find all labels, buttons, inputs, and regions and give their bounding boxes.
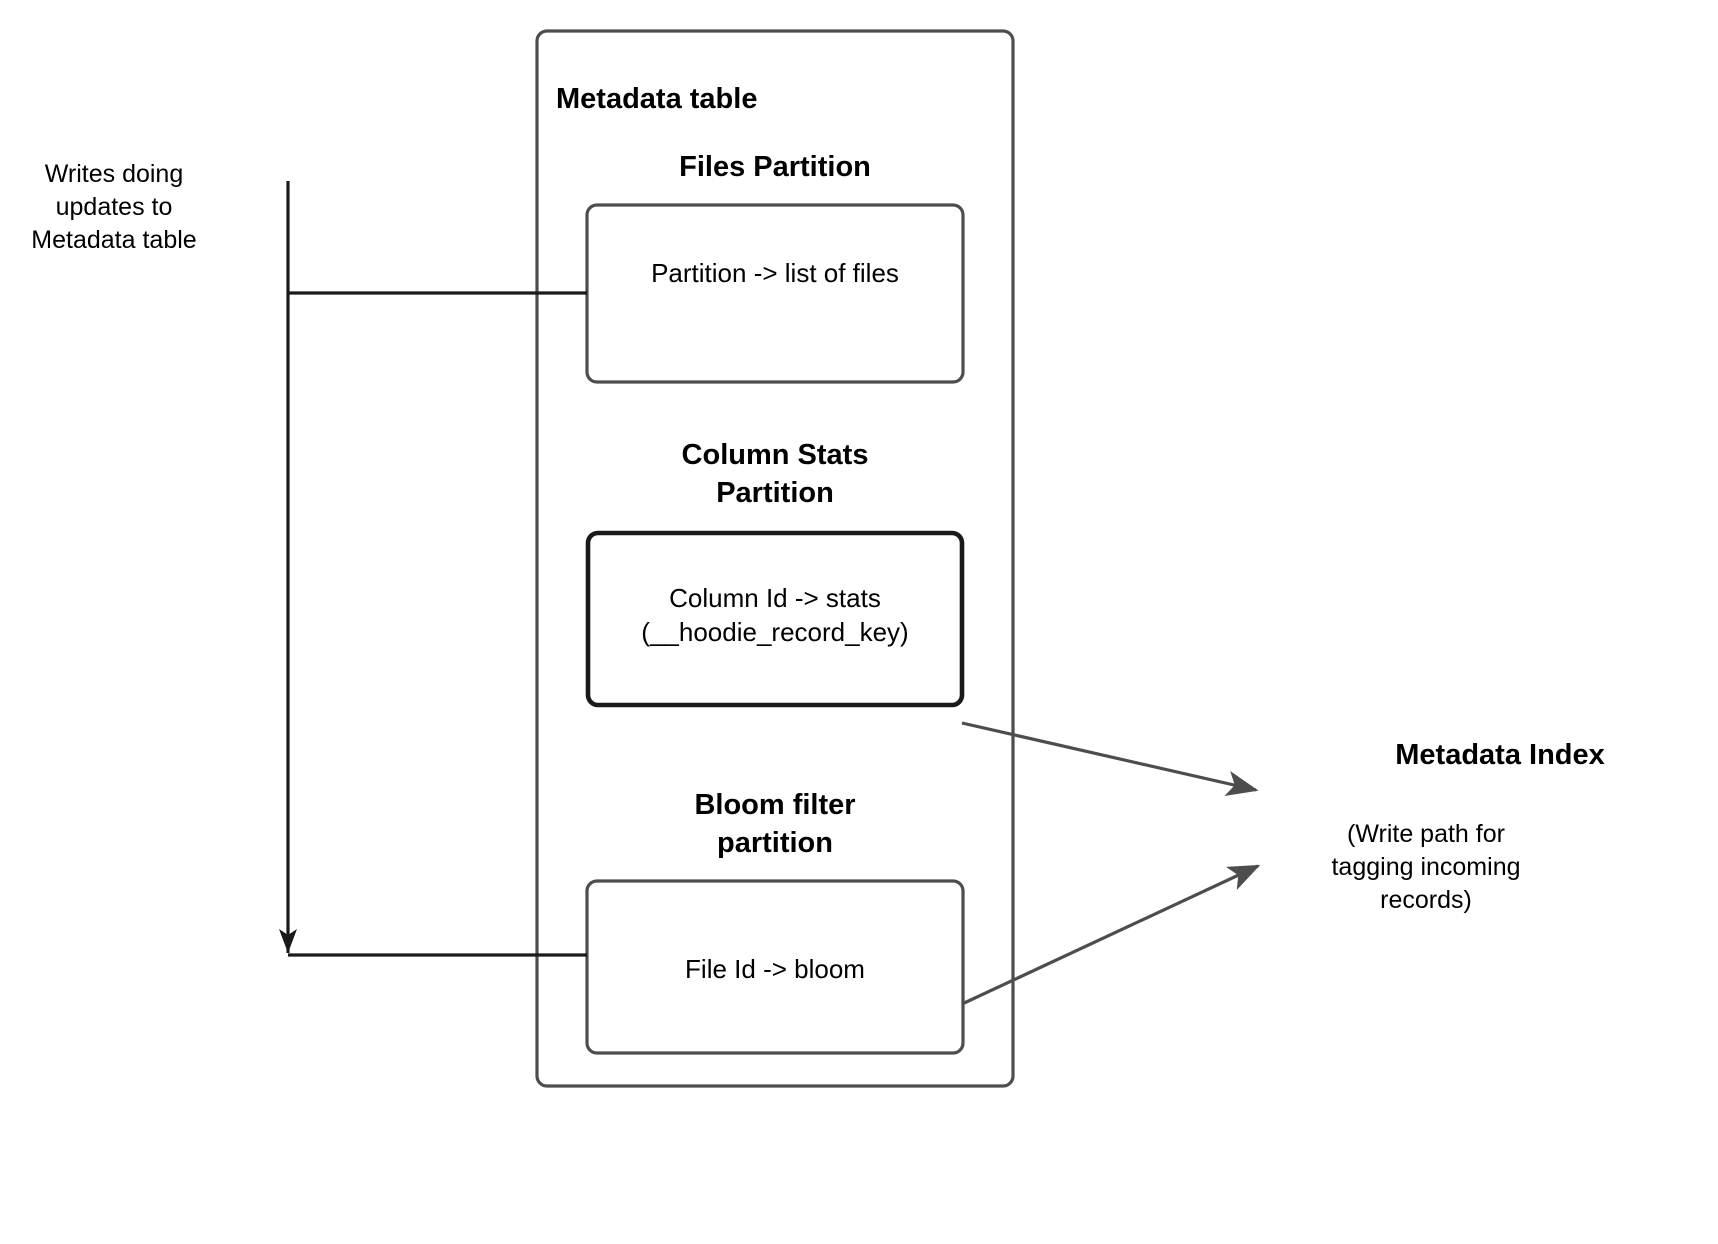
files-partition-box-text: Partition -> list of files xyxy=(651,258,899,288)
column-stats-to-metadata-index-arrow xyxy=(961,721,1259,796)
bloom-filter-partition-box-text: File Id -> bloom xyxy=(685,954,865,984)
files-partition-heading: Files Partition xyxy=(679,151,871,183)
files-partition-box xyxy=(585,203,965,384)
column-stats-partition-heading: Column Stats Partition xyxy=(681,439,869,510)
metadata-table-container xyxy=(535,29,1015,1088)
metadata-index-note: (Write path for tagging incoming records… xyxy=(1331,820,1521,914)
metadata-table-title: Metadata table xyxy=(556,83,758,115)
column-stats-partition-box-text: Column Id -> stats (__hoodie_record_key) xyxy=(641,583,909,648)
writes-doing-updates-label: Writes doing updates to Metadata table xyxy=(31,160,197,254)
bloom-to-metadata-index-arrow xyxy=(961,864,1261,1006)
metadata-index-title: Metadata Index xyxy=(1395,739,1605,771)
bloom-filter-partition-heading: Bloom filter partition xyxy=(694,789,856,860)
writes-trunk-arrowhead-icon xyxy=(279,929,297,953)
